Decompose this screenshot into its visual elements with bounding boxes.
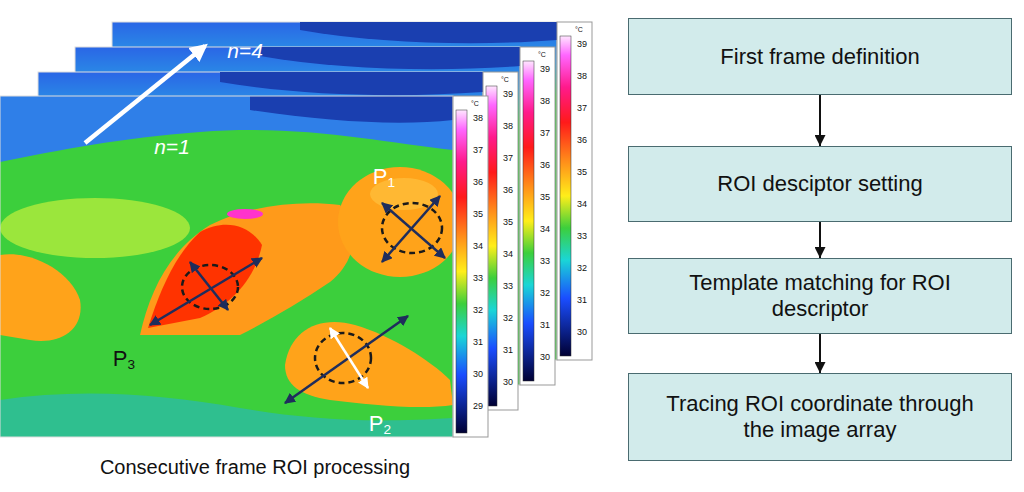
roi-point-label: P3 bbox=[113, 348, 135, 372]
box-text: Template matching for ROI descriptor bbox=[659, 270, 981, 322]
cold-region bbox=[260, 47, 520, 69]
thermal-frame bbox=[0, 96, 488, 437]
scale-value: °C bbox=[538, 51, 546, 58]
scale-value: 33 bbox=[577, 232, 587, 241]
scale-value: 32 bbox=[503, 314, 513, 323]
frame-sequence-arrow bbox=[85, 46, 205, 143]
scale-panel bbox=[520, 47, 555, 385]
hot-spot bbox=[227, 209, 263, 219]
frame-index-label: n=1 bbox=[154, 136, 190, 157]
scale-value: 32 bbox=[577, 264, 587, 273]
bedding bbox=[0, 198, 190, 258]
flow-arrow bbox=[819, 334, 821, 373]
scale-value: 30 bbox=[540, 353, 550, 362]
arm bbox=[0, 254, 81, 341]
scale-value: 32 bbox=[540, 289, 550, 298]
scale-value: 38 bbox=[503, 122, 513, 131]
scale-value: 34 bbox=[503, 250, 513, 259]
arm bbox=[285, 322, 453, 407]
frame-index-label: n=4 bbox=[227, 40, 263, 61]
scale-value: 31 bbox=[503, 346, 513, 355]
roi-point-label: P1 bbox=[373, 166, 395, 190]
roi-axis-arrow bbox=[285, 316, 408, 403]
box-text: ROI desciptor setting bbox=[717, 171, 922, 197]
scale-value: 36 bbox=[503, 186, 513, 195]
thermal-image bbox=[0, 96, 453, 437]
color-scale-bar bbox=[560, 36, 571, 356]
scale-value: 34 bbox=[577, 200, 587, 209]
scale-value: 36 bbox=[540, 161, 550, 170]
scale-value: 39 bbox=[577, 40, 587, 49]
scale-value: 38 bbox=[540, 97, 550, 106]
process-box: Template matching for ROI descriptor bbox=[628, 258, 1012, 334]
scale-value: 33 bbox=[540, 257, 550, 266]
process-box: First frame definition bbox=[628, 18, 1012, 95]
cold-region bbox=[0, 96, 453, 162]
scale-value: °C bbox=[575, 26, 583, 33]
scale-value: 31 bbox=[577, 296, 587, 305]
scale-value: 38 bbox=[577, 72, 587, 81]
flow-arrow bbox=[819, 95, 821, 146]
cold-region bbox=[300, 22, 557, 43]
scale-value: 39 bbox=[503, 90, 513, 99]
scale-value: 36 bbox=[577, 136, 587, 145]
roi-point-label: P2 bbox=[369, 413, 391, 437]
scale-value: 34 bbox=[540, 225, 550, 234]
scale-value: 35 bbox=[473, 210, 483, 219]
scale-value: 29 bbox=[473, 402, 483, 411]
scale-value: 30 bbox=[503, 378, 513, 387]
scale-value: 37 bbox=[577, 104, 587, 113]
color-scale-bar bbox=[523, 61, 534, 381]
scale-value: 37 bbox=[540, 129, 550, 138]
cold-region bbox=[220, 72, 483, 95]
hot-region bbox=[148, 225, 262, 328]
head bbox=[338, 167, 453, 277]
roi-axis-arrow bbox=[150, 258, 262, 325]
scale-value: °C bbox=[501, 76, 509, 83]
roi-axis-arrow bbox=[382, 196, 440, 262]
scale-value: 39 bbox=[540, 65, 550, 74]
figure-caption: Consecutive frame ROI processing bbox=[100, 456, 410, 479]
scale-value: 37 bbox=[503, 154, 513, 163]
scale-value: 36 bbox=[473, 178, 483, 187]
scale-value: 30 bbox=[577, 328, 587, 337]
scale-value: °C bbox=[471, 100, 479, 107]
scale-value: 32 bbox=[473, 306, 483, 315]
scale-value: 34 bbox=[473, 242, 483, 251]
box-text: Tracing ROI coordinate through the image… bbox=[659, 391, 981, 443]
roi-axis-arrow bbox=[190, 262, 228, 310]
process-box: Tracing ROI coordinate through the image… bbox=[628, 373, 1012, 461]
process-box: ROI desciptor setting bbox=[628, 146, 1012, 222]
roi-markers bbox=[150, 196, 445, 403]
scale-value: 30 bbox=[473, 370, 483, 379]
scale-value: 35 bbox=[503, 218, 513, 227]
cold-region bbox=[250, 96, 453, 123]
box-text: First frame definition bbox=[720, 44, 919, 70]
scale-value: 35 bbox=[577, 168, 587, 177]
scale-value: 38 bbox=[473, 114, 483, 123]
color-scale-bar bbox=[456, 110, 467, 433]
scale-value: 31 bbox=[540, 321, 550, 330]
scale-value: 37 bbox=[473, 146, 483, 155]
roi-axis-arrow bbox=[330, 328, 368, 388]
scale-value: 33 bbox=[503, 282, 513, 291]
torso bbox=[140, 203, 353, 335]
scale-panel bbox=[557, 22, 592, 360]
scale-panel bbox=[453, 96, 488, 437]
scale-value: 33 bbox=[473, 274, 483, 283]
flow-arrow bbox=[819, 222, 821, 258]
frame-border bbox=[0, 96, 453, 437]
scale-value: 31 bbox=[473, 338, 483, 347]
scale-value: 35 bbox=[540, 193, 550, 202]
